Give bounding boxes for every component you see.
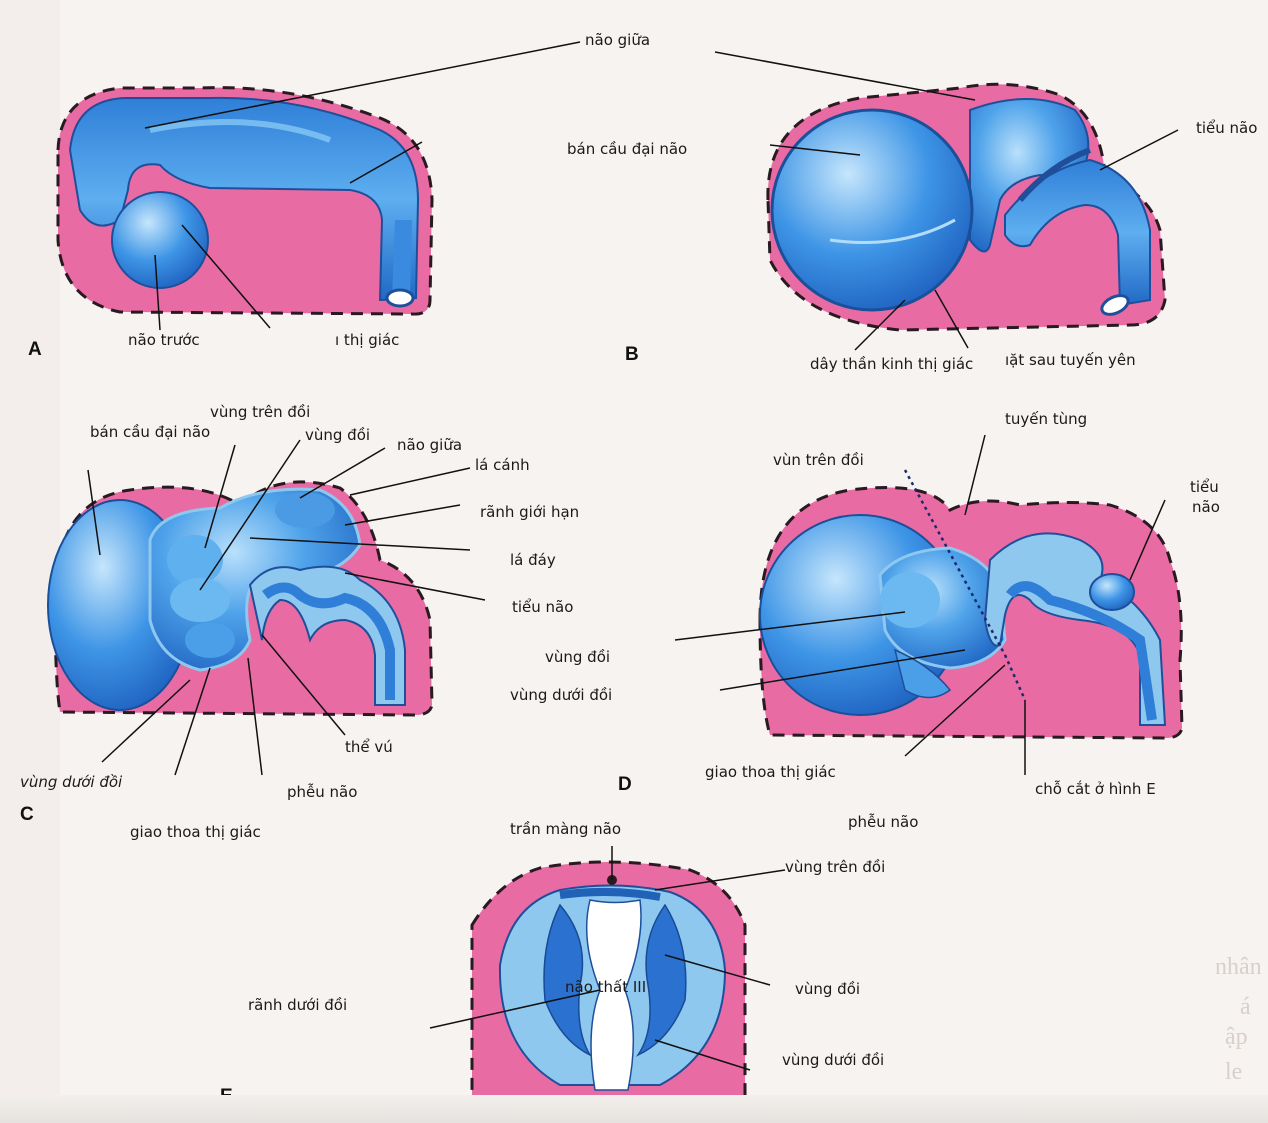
label-vung-duoi-doi-d: vùng dưới đồi <box>510 686 613 704</box>
background-text-3: ập <box>1225 1024 1248 1050</box>
panel-e-drawing <box>429 846 786 1102</box>
label-vung-doi-e: vùng đồi <box>795 980 861 998</box>
label-vung-duoi-doi-c: vùng dưới đồi <box>20 773 123 791</box>
label-tieu-d2: não <box>1192 498 1220 516</box>
label-tieu-nao-c: tiểu não <box>512 598 574 616</box>
label-giao-thoa-c: giao thoa thị giác <box>130 823 261 841</box>
label-nao-truoc: não trước <box>128 331 200 349</box>
label-nao-that-iii: não thất III <box>565 978 647 996</box>
panel-a-drawing <box>56 41 581 331</box>
panel-c-drawing <box>47 439 486 776</box>
panel-letter-a: A <box>28 339 42 360</box>
label-pheu-nao-d: phễu não <box>848 813 919 831</box>
label-sau-tuyen-yen: ıặt sau tuyến yên <box>1005 351 1136 369</box>
label-vung-tren-doi-c: vùng trên đồi <box>210 403 311 421</box>
label-la-day: lá đáy <box>510 551 556 569</box>
label-la-canh: lá cánh <box>475 456 530 474</box>
label-ban-cau-c: bán cầu đại não <box>90 423 211 441</box>
label-ranh-duoi-doi: rãnh dưới đồi <box>248 996 348 1014</box>
panel-letter-b: B <box>625 344 639 365</box>
label-nao-giua-top: não giữa <box>585 31 651 49</box>
label-vung-duoi-doi-e: vùng dưới đồi <box>782 1051 885 1069</box>
panel-letter-d: D <box>618 774 632 795</box>
label-pheu-nao-c: phễu não <box>287 783 358 801</box>
background-text-1: nhân <box>1215 954 1262 980</box>
label-vun-tren-doi-d: vùn trên đồi <box>773 451 864 469</box>
label-ban-cau-b: bán cầu đại não <box>567 140 688 158</box>
label-vung-tren-doi-e: vùng trên đồi <box>785 858 886 876</box>
label-tieu-d1: tiểu <box>1190 478 1219 496</box>
panel-b-drawing <box>714 51 1179 351</box>
background-text-4: le <box>1225 1059 1243 1085</box>
label-tuyen-tung: tuyến tùng <box>1005 410 1088 428</box>
label-tieu-nao-b: tiểu não <box>1196 119 1258 137</box>
label-cho-cat: chỗ cắt ở hình E <box>1035 780 1156 798</box>
label-nao-giua-c: não giữa <box>397 436 463 454</box>
panel-letter-c: C <box>20 804 34 825</box>
panel-d-drawing <box>674 434 1184 775</box>
background-shade <box>0 0 60 1095</box>
label-tran-mang-nao: trần màng não <box>510 820 621 838</box>
label-giao-thoa-d: giao thoa thị giác <box>705 763 836 781</box>
label-the-vu: thể vú <box>345 738 393 756</box>
background-text-2: á <box>1240 994 1251 1020</box>
label-vung-doi-c: vùng đồi <box>305 426 371 444</box>
label-day-than-kinh: dây thần kinh thị giác <box>810 355 974 373</box>
label-thi-giac-a: ı thị giác <box>335 331 400 349</box>
page-bottom-edge <box>0 1095 1268 1123</box>
label-vung-doi-d: vùng đồi <box>545 648 611 666</box>
label-ranh-gioi-han: rãnh giới hạn <box>480 503 580 521</box>
